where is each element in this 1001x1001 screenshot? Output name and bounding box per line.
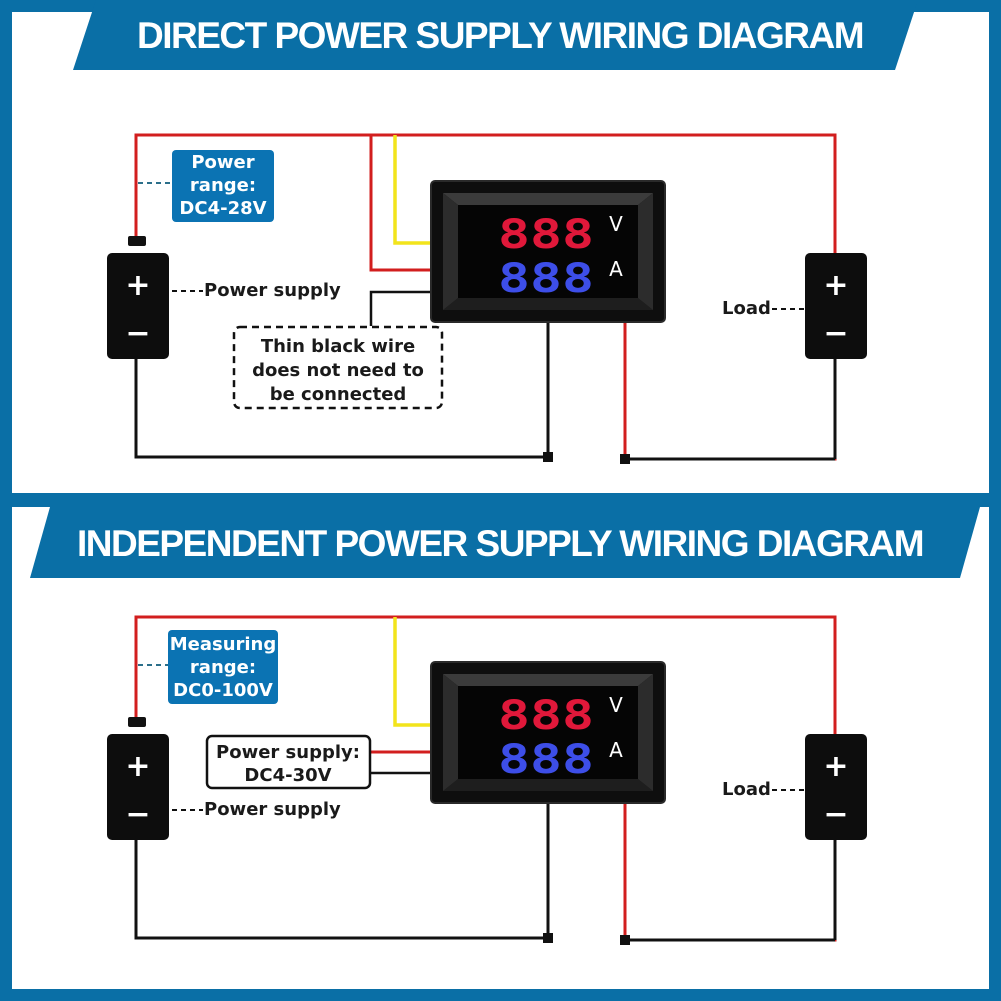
current-unit: A [609,738,623,762]
load-plus-sign: + [823,268,848,303]
voltage-display: 888 [498,693,594,739]
power-supply-battery: + − [107,717,169,840]
black-wire-negative [134,802,550,940]
power-supply-label: Power supply [204,799,341,820]
wires [134,615,837,942]
diagram-independent: INDEPENDENT POWER SUPPLY WIRING DIAGRAM … [30,507,980,945]
range-badge-line: DC4-28V [179,198,266,219]
range-badge-line: range: [190,175,256,196]
current-display: 888 [498,256,594,302]
battery-minus-sign: − [125,797,150,832]
voltage-unit: V [609,693,623,717]
red-wire-load [623,322,837,461]
load-label: Load [722,298,771,319]
note-line: does not need to [252,360,424,381]
aux-supply-line: DC4-30V [244,765,331,786]
diagram-direct: DIRECT POWER SUPPLY WIRING DIAGRAM Power… [73,0,918,464]
load-minus-sign: − [823,316,848,351]
voltmeter-ammeter: 888 888 V A [430,661,666,804]
load-battery: + − [805,253,867,359]
load-minus-sign: − [823,797,848,832]
wires [134,133,837,461]
junction-node [620,454,630,464]
load-battery: + − [805,734,867,840]
battery-plus-sign: + [125,749,150,784]
yellow-wire [393,617,432,727]
range-badge [172,150,274,222]
red-wire-load [623,802,837,942]
aux-supply-box [205,734,372,790]
red-wire-top [134,615,837,735]
current-display: 888 [498,737,594,783]
junction-node [543,452,553,462]
diagram-title: DIRECT POWER SUPPLY WIRING DIAGRAM [137,15,863,56]
aux-supply-line: Power supply: [216,742,360,763]
load-label: Load [722,779,771,800]
battery-plus-sign: + [125,268,150,303]
note-line: be connected [270,384,407,405]
voltage-unit: V [609,212,623,236]
voltage-display: 888 [498,212,594,258]
junction-node [620,935,630,945]
range-badge-line: Measuring [170,634,277,655]
yellow-wire [393,135,432,245]
power-supply-battery: + − [107,236,169,359]
range-badge-line: DC0-100V [173,680,273,701]
thin-black-wire [369,290,432,326]
red-wire-top [134,133,837,254]
title-banner [73,0,918,70]
red-wire-meter [369,135,432,272]
range-badge-line: Power [191,152,254,173]
note-line: Thin black wire [261,336,415,357]
range-badge-line: range: [190,657,256,678]
junction-node [543,933,553,943]
section-divider [0,493,1001,507]
black-wire-negative [134,322,550,459]
diagram-title: INDEPENDENT POWER SUPPLY WIRING DIAGRAM [77,523,923,564]
current-unit: A [609,257,623,281]
load-plus-sign: + [823,749,848,784]
note-box [232,325,444,410]
battery-minus-sign: − [125,316,150,351]
title-banner [30,507,980,578]
range-badge [168,630,278,704]
voltmeter-ammeter: 888 888 V A [430,180,666,323]
power-supply-label: Power supply [204,280,341,301]
